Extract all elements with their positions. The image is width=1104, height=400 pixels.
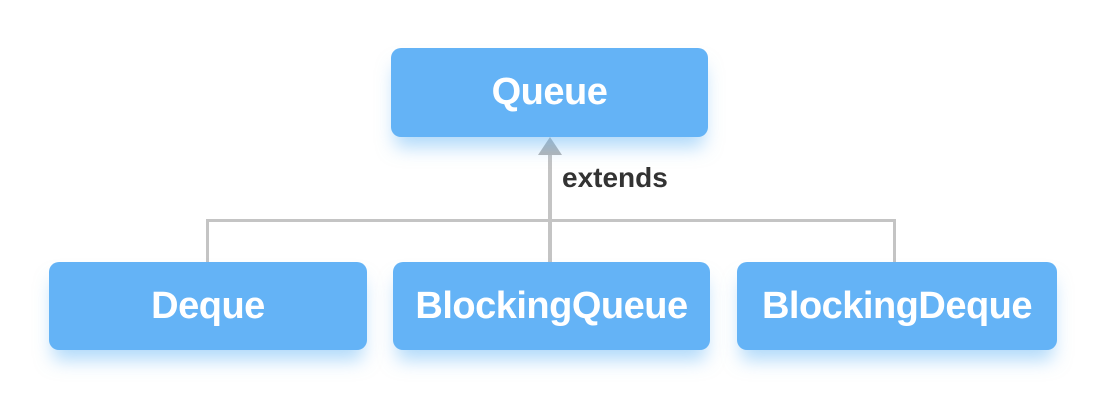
node-blocking-queue: BlockingQueue	[393, 262, 710, 350]
node-queue: Queue	[391, 48, 708, 137]
node-deque: Deque	[49, 262, 367, 350]
connector-stub-blocking-deque	[893, 219, 896, 262]
connector-shaft-blocking-queue	[548, 152, 552, 262]
node-blocking-deque: BlockingDeque	[737, 262, 1057, 350]
arrow-up-icon	[538, 137, 562, 155]
connector-stub-deque	[206, 219, 209, 262]
edge-label-extends: extends	[562, 162, 668, 193]
